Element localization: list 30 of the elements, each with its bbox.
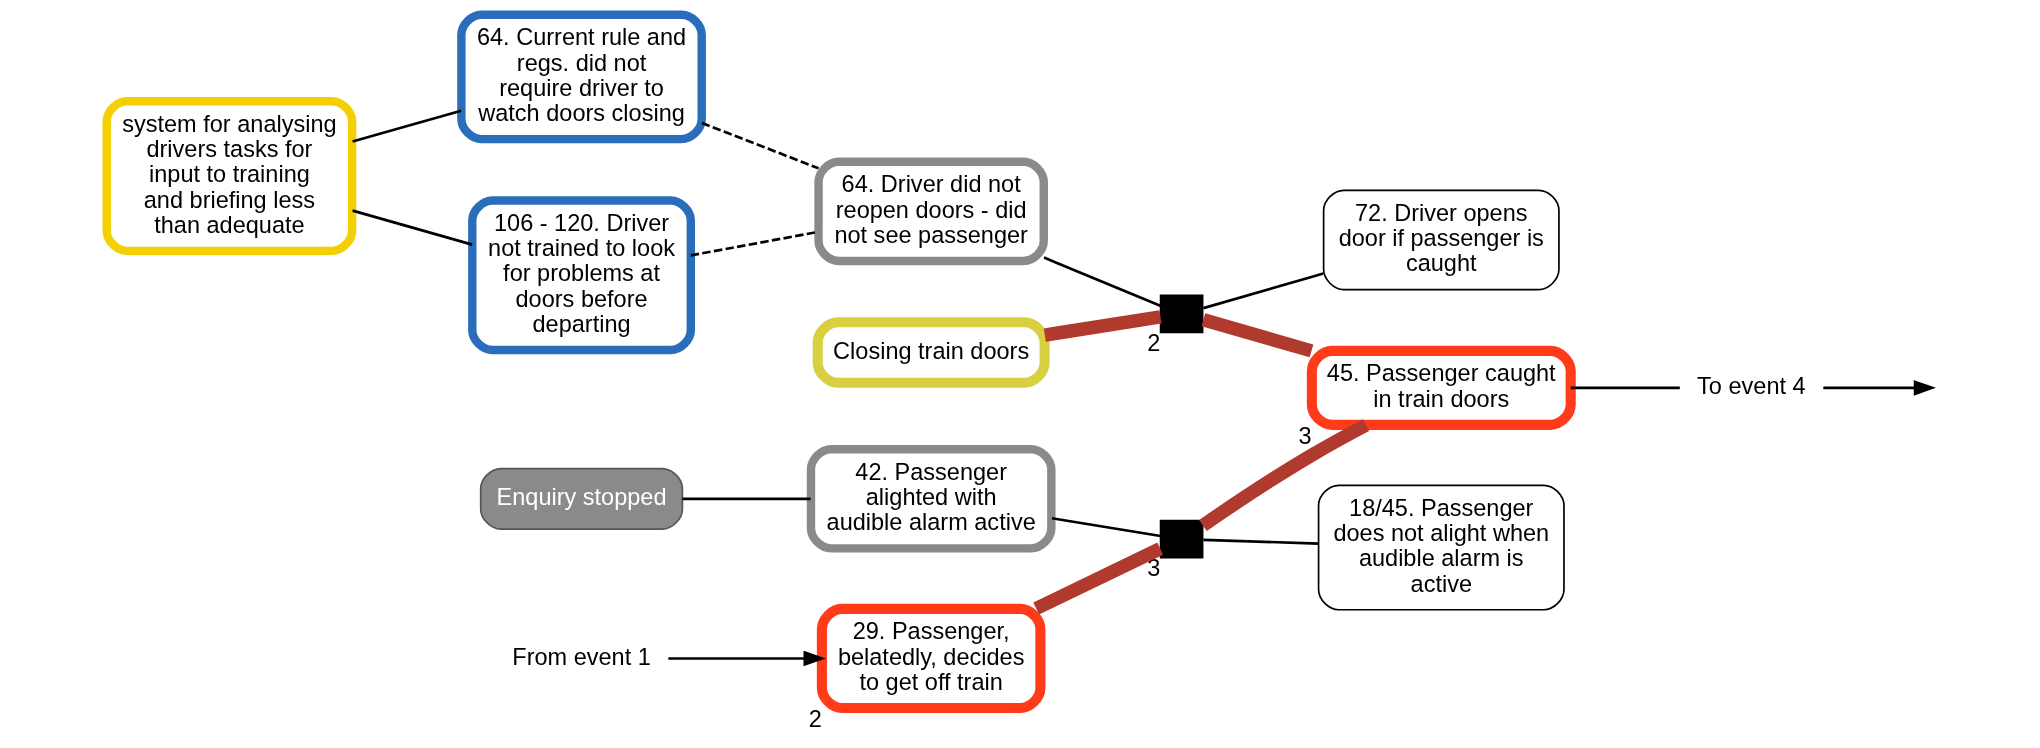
connector [1051, 516, 1161, 538]
node-box: 72. Driver opens door if passenger is caught [1322, 189, 1560, 291]
node-label: 2 [1147, 330, 1161, 357]
node-box: system for analysing drivers tasks for input to training and briefing less than adequate [102, 97, 357, 256]
node-label: 3 [1147, 555, 1161, 582]
connector [352, 209, 473, 246]
connector [1043, 310, 1162, 342]
arrow [1823, 380, 1936, 396]
connector [1203, 538, 1319, 545]
node-box: Closing train doors [812, 317, 1050, 388]
node-box: 18/45. Passenger does not alight when audible alarm is active [1317, 484, 1565, 611]
connector [1033, 542, 1164, 615]
connector [701, 121, 820, 170]
node-text: From event 1 [512, 643, 651, 670]
connector [1203, 272, 1324, 310]
connector [1570, 386, 1680, 390]
node-box: 64. Current rule and regs. did not require driver to watch doors closing [457, 10, 706, 144]
node-bar [1159, 294, 1204, 334]
node-box: 64. Driver did not reopen doors - did not see passenger [814, 157, 1048, 266]
connector [1201, 313, 1314, 358]
node-text: To event 4 [1697, 373, 1806, 400]
node-box: 106 - 120. Driver not trained to look for problems at doors before departing [468, 196, 695, 355]
connector [1199, 419, 1370, 531]
connector [1043, 256, 1161, 308]
node-box: Enquiry stopped [479, 467, 684, 530]
node-box: 42. Passenger alighted with audible alarm active [806, 445, 1056, 553]
connector [352, 109, 462, 143]
node-bar [1159, 519, 1204, 559]
connector [682, 497, 811, 501]
arrow [668, 650, 826, 667]
